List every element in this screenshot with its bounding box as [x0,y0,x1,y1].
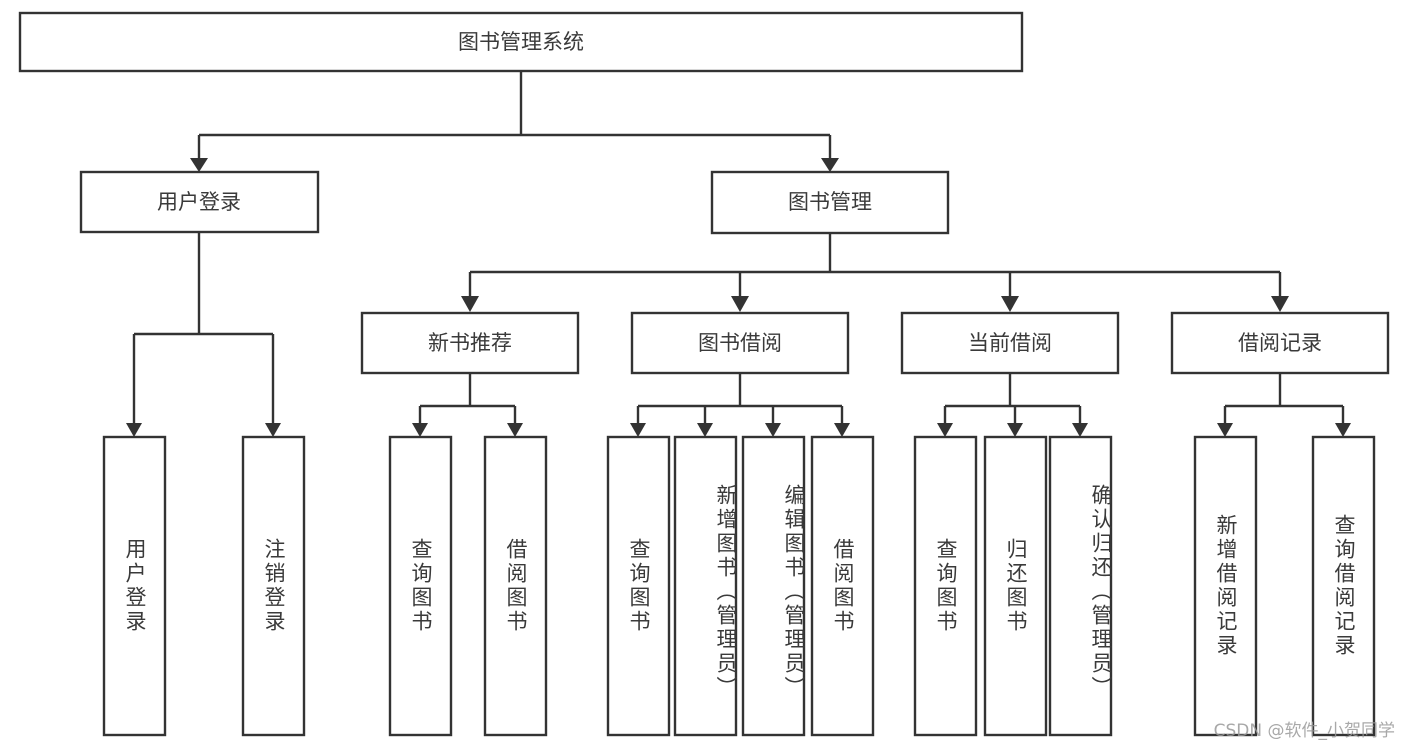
leaf-nb-borrow-book[interactable] [483,435,548,737]
node-borrow-record[interactable] [1170,311,1390,375]
csdn-watermark: CSDN @软件_小贺同学 [1213,721,1395,741]
leaf-bb-query-book[interactable] [606,435,671,737]
node-user-login[interactable] [79,170,320,234]
arrow-head-current-borrow [1001,296,1019,312]
arrow-head-user-login [190,158,208,172]
node-book-management[interactable] [710,170,950,235]
arrow-head-cb-leaf-3 [1072,423,1088,437]
arrow-head-new-book [461,296,479,312]
label-user-login: 用户登录 [157,190,241,214]
arrow-head-nb-leaf-2 [507,423,523,437]
arrow-head-cb-leaf-1 [937,423,953,437]
arrow-head-br-leaf-2 [1335,423,1351,437]
arrow-head-book-borrow [731,296,749,312]
arrow-head-book-manage [821,158,839,172]
leaf-cb-query-book[interactable] [913,435,978,737]
leaf-cb-return-book[interactable] [983,435,1048,737]
leaf-user-login-query[interactable] [102,435,167,737]
arrow-head-borrow-record [1271,296,1289,312]
leaf-br-add-record[interactable] [1193,435,1258,737]
label-book-management: 图书管理 [788,190,872,214]
leaf-bb-edit-book-admin[interactable] [741,435,806,737]
node-new-book-recommend[interactable] [360,311,580,375]
leaf-bb-borrow-book[interactable] [810,435,875,737]
label-current-borrow: 当前借阅 [968,331,1052,355]
node-current-borrow[interactable] [900,311,1120,375]
arrow-head-bb-leaf-1 [630,423,646,437]
leaf-bb-add-book-admin[interactable] [673,435,738,737]
node-book-borrow[interactable] [630,311,850,375]
leaf-user-logout[interactable] [241,435,306,737]
arrow-head-br-leaf-1 [1217,423,1233,437]
arrow-head-leaf-user-login [126,423,142,437]
node-box-layer [18,11,1390,737]
label-new-book-recommend: 新书推荐 [428,331,512,355]
leaf-br-query-record[interactable] [1311,435,1376,737]
leaf-cb-confirm-return-admin[interactable] [1048,435,1113,737]
arrow-head-bb-leaf-3 [765,423,781,437]
arrow-head-bb-leaf-2 [697,423,713,437]
arrow-head-cb-leaf-2 [1007,423,1023,437]
horizontal-label-layer: 图书管理系统 用户登录 图书管理 新书推荐 图书借阅 当前借阅 借阅记录 [157,30,1322,355]
connector-layer [126,71,1351,437]
label-borrow-record: 借阅记录 [1238,331,1322,355]
node-root-book-management-system[interactable] [18,11,1024,73]
label-root: 图书管理系统 [458,30,584,54]
leaf-nb-query-book[interactable] [388,435,453,737]
arrow-head-bb-leaf-4 [834,423,850,437]
arrow-head-leaf-logout [265,423,281,437]
label-book-borrow: 图书借阅 [698,331,782,355]
arrow-head-nb-leaf-1 [412,423,428,437]
